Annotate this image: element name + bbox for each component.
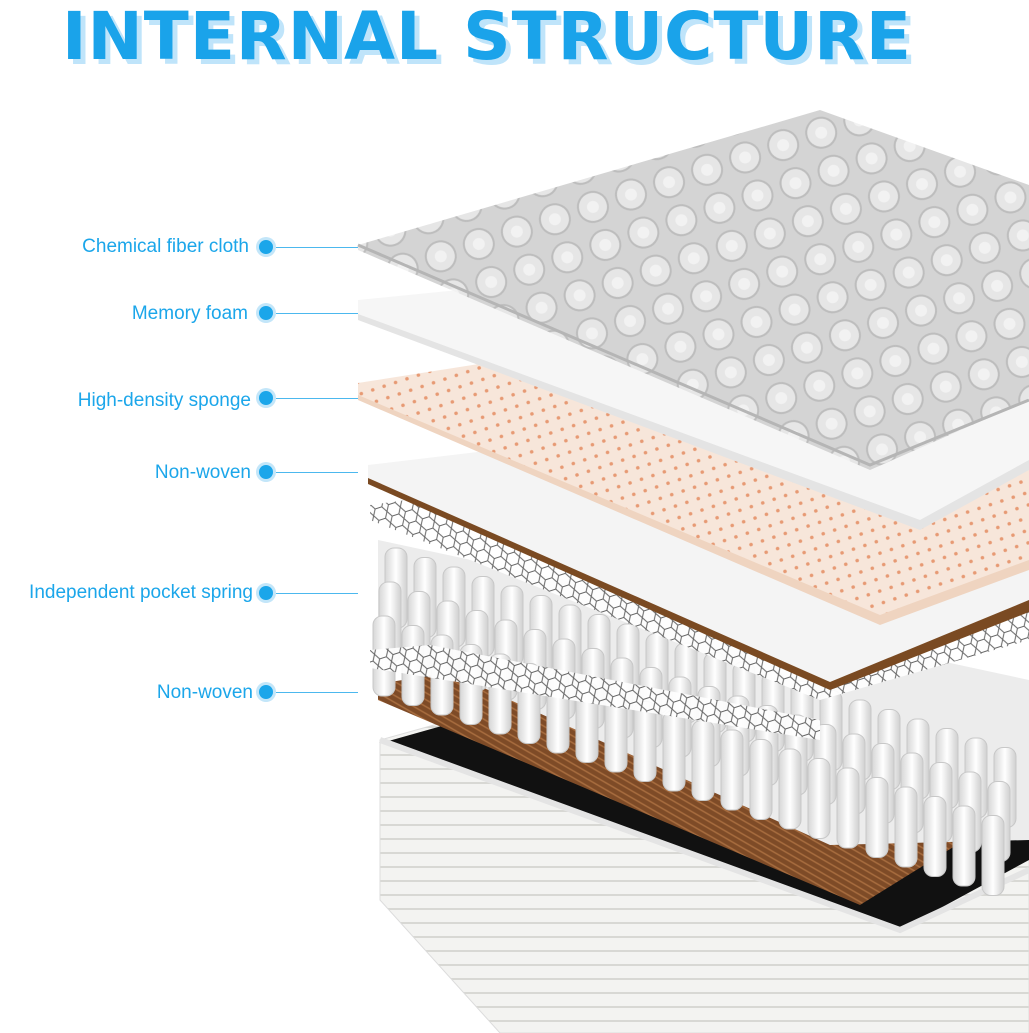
callout-dot <box>259 685 273 699</box>
pocket-spring <box>662 710 686 792</box>
pocket-spring <box>720 729 744 811</box>
pocket-spring <box>836 767 860 849</box>
leader-line <box>276 313 358 314</box>
callout-dot <box>259 586 273 600</box>
leader-line <box>276 472 358 473</box>
leader-line <box>276 692 358 693</box>
pocket-spring <box>691 720 715 801</box>
pocket-spring <box>981 815 1005 896</box>
page-title: INTERNAL STRUCTURE <box>62 0 912 75</box>
callout-dot <box>259 240 273 254</box>
pocket-spring <box>923 796 947 877</box>
label-non-woven-top: Non-woven <box>154 462 251 483</box>
label-independent-pocket-spring: Independent pocket spring <box>29 582 253 603</box>
quilted-cloth-layer <box>358 110 1029 470</box>
pocket-spring <box>807 758 831 839</box>
pocket-spring <box>865 777 889 858</box>
pocket-spring <box>633 701 657 782</box>
label-chemical-fiber-cloth: Chemical fiber cloth <box>82 236 249 257</box>
pocket-spring <box>778 748 802 830</box>
hex-net-layer-lower <box>370 645 820 740</box>
callout-dot <box>259 391 273 405</box>
pocket-spring <box>749 739 773 820</box>
pocket-spring <box>952 805 976 887</box>
label-high-density-sponge: High-density sponge <box>77 390 251 411</box>
callout-dot <box>259 306 273 320</box>
pocket-spring <box>894 786 918 868</box>
label-non-woven-bottom: Non-woven <box>156 682 253 703</box>
leader-line <box>276 593 358 594</box>
leader-line <box>276 398 358 399</box>
callout-dot <box>259 465 273 479</box>
leader-line <box>276 247 358 248</box>
label-memory-foam: Memory foam <box>131 303 248 324</box>
